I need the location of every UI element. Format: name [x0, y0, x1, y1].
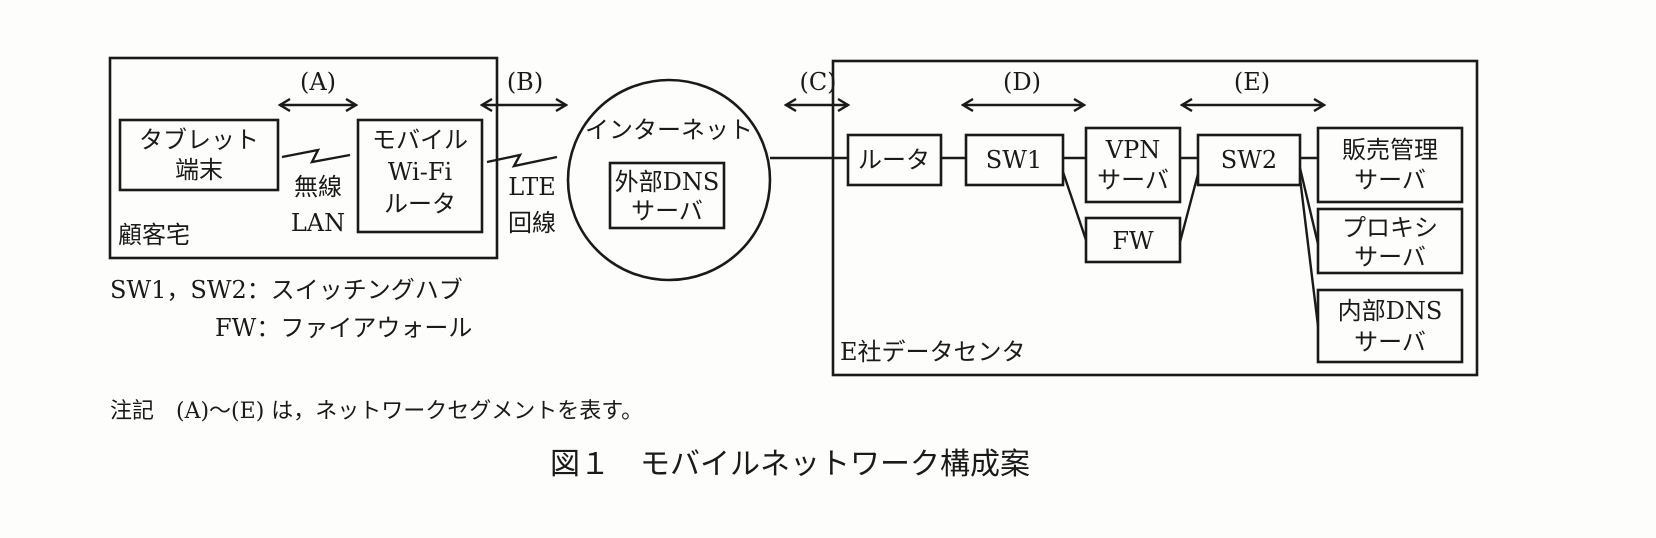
- sales-server-box: [1316, 126, 1464, 204]
- segment-d-label: (D): [1003, 68, 1041, 96]
- sales-server-label-2: サーバ: [1354, 166, 1426, 194]
- sales-server-label-1: 販売管理: [1342, 136, 1438, 164]
- customer-premises-label: 顧客宅: [118, 221, 190, 249]
- customer-premises-box: [108, 56, 499, 260]
- proxy-server-box: [1316, 207, 1464, 275]
- external-dns-label-1: 外部DNS: [615, 168, 720, 196]
- segment-e-label: (E): [1234, 68, 1270, 96]
- legend-sw: SW1，SW2：スイッチングハブ: [110, 276, 463, 304]
- vpn-server-box: [1084, 126, 1182, 204]
- lte-link-zigzag: [486, 153, 558, 168]
- segment-a-label: (A): [300, 68, 336, 96]
- mobile-router-label-1: モバイル: [372, 126, 468, 154]
- internal-dns-label-1: 内部DNS: [1338, 297, 1443, 325]
- sw1-fw-link: [1061, 171, 1088, 241]
- segment-c-label: (C): [799, 68, 836, 96]
- sw2-internal-dns-link: [1298, 177, 1320, 327]
- external-dns-box: [608, 161, 726, 230]
- wireless-link-zigzag: [281, 148, 351, 164]
- proxy-server-label-1: プロキシ: [1342, 214, 1438, 242]
- dc-router-box: [846, 133, 943, 187]
- fw-sw2-link: [1178, 173, 1200, 243]
- sw2-box: [1196, 133, 1302, 187]
- legend-fw: FW：ファイアウォール: [215, 314, 472, 342]
- segment-b-label: (B): [507, 68, 543, 96]
- lte-label-1: LTE: [508, 173, 556, 201]
- sw1-label: SW1: [986, 146, 1042, 174]
- mobile-router-label-2: Wi-Fi: [388, 158, 453, 186]
- vpn-server-label-1: VPN: [1105, 136, 1160, 164]
- internet-cloud: [566, 78, 772, 282]
- wireless-lan-label-2: LAN: [291, 209, 345, 237]
- mobile-router-box: [356, 118, 484, 234]
- internal-dns-box: [1316, 288, 1464, 364]
- internal-dns-label-2: サーバ: [1354, 328, 1426, 356]
- dc-router-label: ルータ: [858, 146, 930, 174]
- internet-label: インターネット: [585, 116, 753, 144]
- external-dns-label-2: サーバ: [631, 197, 703, 225]
- sw2-proxy-link: [1298, 167, 1320, 245]
- datacenter-box: [831, 59, 1479, 377]
- wireless-lan-label-1: 無線: [294, 173, 342, 201]
- vpn-server-label-2: サーバ: [1097, 166, 1169, 194]
- lte-label-2: 回線: [508, 209, 556, 237]
- datacenter-label: E社データセンタ: [840, 338, 1026, 366]
- tablet-box: [118, 118, 280, 192]
- sw1-box: [964, 133, 1065, 187]
- mobile-router-label-3: ルータ: [384, 190, 456, 218]
- tablet-label-2: 端末: [175, 156, 223, 184]
- tablet-label-1: タブレット: [139, 126, 259, 154]
- note-text: 注記 (A)～(E) は，ネットワークセグメントを表す。: [110, 399, 643, 424]
- figure-caption: 図１ モバイルネットワーク構成案: [550, 447, 1030, 482]
- sw2-label: SW2: [1221, 146, 1277, 174]
- proxy-server-label-2: サーバ: [1354, 243, 1426, 271]
- fw-label: FW: [1112, 227, 1154, 255]
